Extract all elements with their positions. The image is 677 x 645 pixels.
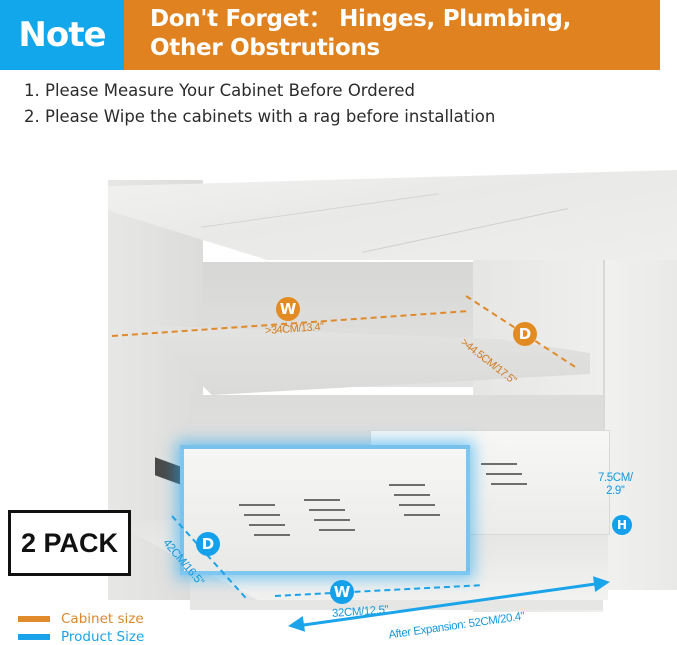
reminder-line-2: Other Obstrutions [150,35,380,61]
vent-slot [309,509,345,511]
legend-item-product: Product Size [18,628,144,645]
expansion-label: After Expansion: 52CM/20.4" [387,610,526,642]
expansion-arrow-left-icon [286,615,306,635]
instruction-item: 2. Please Wipe the cabinets with a rag b… [24,107,496,126]
vent-slot [244,514,280,516]
vent-slot [389,484,425,486]
reminder-line-1: Don't Forget： Hinges, Plumbing, [150,6,572,32]
instruction-item: 1. Please Measure Your Cabinet Before Or… [24,81,415,100]
product-width-badge: W [330,580,354,604]
legend-label: Cabinet size [61,611,144,627]
vent-slot [491,483,527,485]
note-label: Note [0,0,124,70]
cabinet-width-badge: W [276,297,300,321]
reminder-headline: Don't Forget： Hinges, Plumbing, Other Ob… [124,0,660,70]
vent-slot [319,529,355,531]
vent-slot [249,524,285,526]
vent-slot [394,494,430,496]
cabinet-illustration: W >34CM/13.4" D >44.5CM/17.5" D 42CM/16.… [0,140,677,645]
legend-swatch-orange [18,616,50,622]
drawer-tray-left [180,445,470,575]
cabinet-depth-badge: D [513,322,537,346]
vent-slot [254,534,290,536]
vent-slot [404,514,440,516]
legend: Cabinet size Product Size [18,610,144,645]
header-banner: Note Don't Forget： Hinges, Plumbing, Oth… [0,0,660,70]
vent-slot [239,504,275,506]
vent-slot [481,463,517,465]
instruction-list: 1. Please Measure Your Cabinet Before Or… [24,78,495,130]
vent-slot [399,504,435,506]
vent-slot [304,499,340,501]
legend-swatch-blue [18,634,50,640]
vent-slot [486,473,522,475]
pack-count-badge: 2 PACK [8,510,131,576]
product-depth-badge: D [196,532,220,556]
product-height-label: 7.5CM/ 2.9'' [598,472,633,497]
legend-item-cabinet: Cabinet size [18,610,144,628]
legend-label: Product Size [61,629,145,645]
vent-slot [314,519,350,521]
cabinet-door [603,240,677,590]
expansion-arrow-right-icon [592,573,612,593]
product-height-badge: H [612,515,632,535]
